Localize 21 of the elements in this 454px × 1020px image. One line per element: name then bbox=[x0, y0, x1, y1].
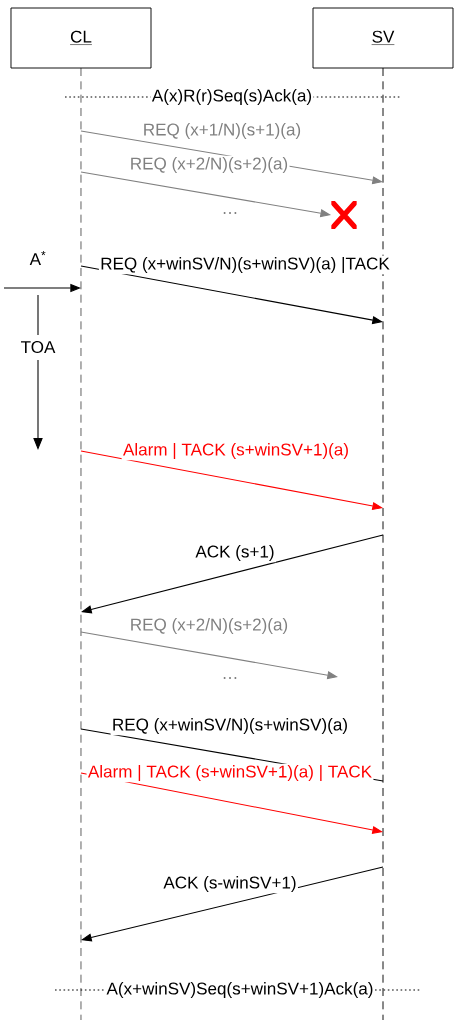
state-label: A(x)R(r)Seq(s)Ack(a) bbox=[150, 87, 314, 107]
edge-label: A$^{*}$ bbox=[28, 249, 48, 267]
arrow bbox=[80, 171, 331, 218]
ellipsis: … bbox=[223, 212, 237, 214]
arrow bbox=[80, 631, 338, 680]
edge-label: REQ (x+2/N)(s+2)(a) bbox=[128, 155, 290, 175]
edge-label: REQ (x+2/N)(s+2)(a) bbox=[128, 616, 290, 636]
participant-box: SV bbox=[312, 7, 454, 69]
state-label: A(x+winSV)Seq(s+winSV+1)Ack(a) bbox=[105, 980, 375, 1000]
duration-label: TOA bbox=[21, 340, 56, 354]
participant-box: CL bbox=[10, 7, 152, 69]
edge-label: Alarm | TACK (s+winSV+1)(a) bbox=[121, 441, 351, 461]
edge-label: REQ (x+winSV/N)(s+winSV)(a) bbox=[110, 716, 350, 736]
edge-label: REQ (x+1/N)(s+1)(a) bbox=[141, 121, 303, 141]
edge-label: REQ (x+winSV/N)(s+winSV)(a) |TACK bbox=[98, 255, 392, 275]
arrow bbox=[81, 534, 384, 614]
ellipsis: … bbox=[223, 677, 237, 679]
arrow bbox=[81, 866, 384, 942]
edge-label: ACK (s-winSV+1) bbox=[162, 874, 298, 894]
edge-label: Alarm | TACK (s+winSV+1)(a) | TACK bbox=[86, 763, 374, 783]
edge-label: ACK (s+1) bbox=[194, 543, 276, 563]
